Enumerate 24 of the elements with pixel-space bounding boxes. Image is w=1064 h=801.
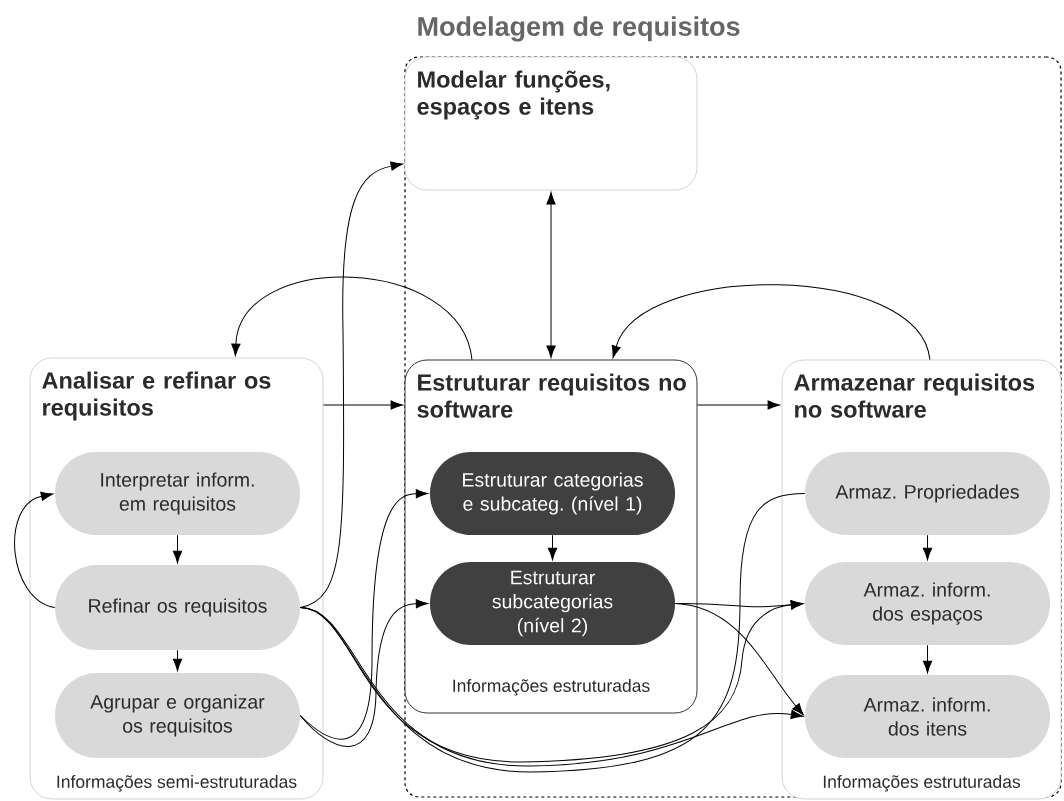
arrow <box>172 534 183 564</box>
arrow <box>611 284 931 361</box>
process-pill: Estruturar subcategorias (nível 2) <box>430 562 675 645</box>
arrow <box>547 534 558 561</box>
arrow <box>299 599 429 747</box>
node-label: Modelagem de requisitos <box>418 16 740 42</box>
arrow <box>674 603 804 716</box>
process-box: Modelar funções, espaços e itens <box>404 56 698 191</box>
process-pill: Refinar os requisitos <box>55 565 300 650</box>
arrow <box>922 534 933 561</box>
arrow <box>172 649 183 672</box>
arrow <box>322 400 403 410</box>
arrow <box>231 276 473 361</box>
process-pill: Interpretar inform. em requisitos <box>55 452 300 535</box>
process-pill: Armaz. inform. dos espaços <box>805 562 1050 645</box>
arrow <box>922 644 933 674</box>
arrow <box>14 491 56 608</box>
process-pill: Estruturar categorias e subcateg. (nível 1) <box>430 452 675 535</box>
process-pill: Armaz. Propriedades <box>805 452 1050 535</box>
arrow <box>696 400 780 410</box>
arrow <box>546 192 556 358</box>
arrow <box>299 161 403 608</box>
process-pill: Agrupar e organizar os requisitos <box>55 673 300 758</box>
process-pill: Armaz. inform. dos itens <box>805 675 1050 758</box>
